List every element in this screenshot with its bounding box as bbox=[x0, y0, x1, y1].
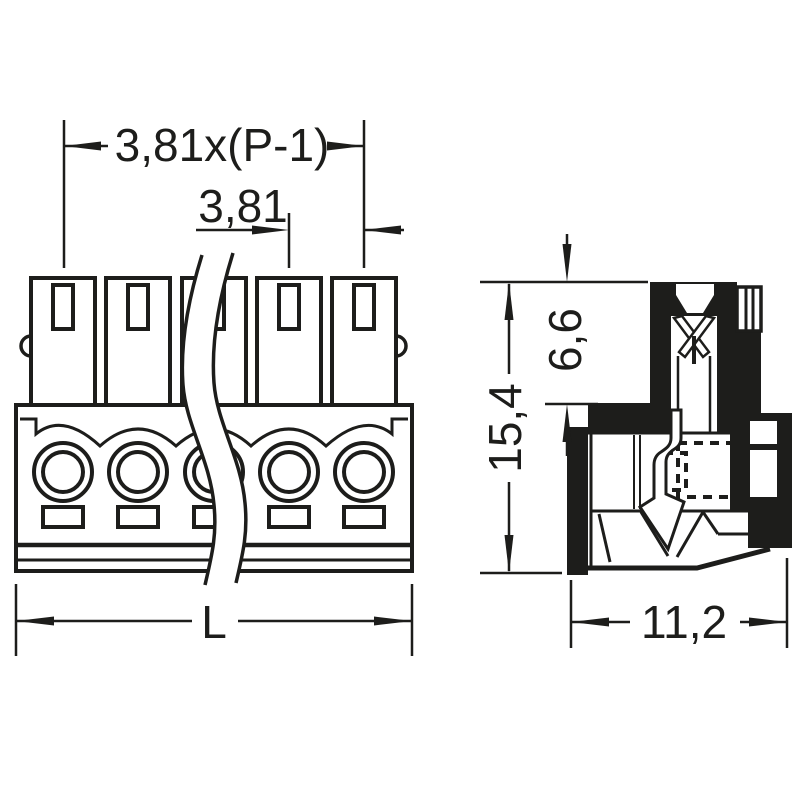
pole-tower bbox=[29, 276, 97, 408]
section-right-wall bbox=[730, 403, 750, 511]
section-left-wall bbox=[567, 427, 588, 575]
dim-pitch-overall-label: 3,81x(P-1) bbox=[115, 119, 330, 171]
dim-height-overall-label: 15,4 bbox=[479, 383, 531, 473]
dim-pitch-label: 3,81 bbox=[198, 180, 288, 232]
dim-length: L bbox=[14, 584, 414, 656]
pole-tower bbox=[330, 276, 398, 408]
dim-depth: 11,2 bbox=[569, 558, 789, 648]
section-window-divider bbox=[750, 444, 777, 450]
connector-side-section bbox=[567, 282, 792, 575]
front-view: 3,81x(P-1) 3,81 L bbox=[14, 119, 414, 656]
section-under-latch bbox=[737, 331, 761, 413]
wire-funnel bbox=[676, 284, 714, 313]
pole-tower bbox=[255, 276, 323, 408]
section-ledge bbox=[588, 403, 652, 433]
release-spring bbox=[637, 408, 686, 553]
dim-depth-label: 11,2 bbox=[641, 596, 727, 648]
dim-height-overall: 15,4 bbox=[479, 280, 648, 575]
dim-length-label: L bbox=[201, 596, 227, 648]
side-view: 15,4 6,6 11,2 bbox=[479, 234, 792, 648]
pole-tower bbox=[104, 276, 172, 408]
hidden-pin-dashed bbox=[662, 441, 734, 499]
dim-pitch-overall: 3,81x(P-1) bbox=[62, 119, 366, 268]
dim-pitch: 3,81 bbox=[196, 180, 404, 268]
wire-entry-holes bbox=[32, 441, 395, 503]
section-bottom-block bbox=[748, 497, 792, 548]
clamp-spring-contacts bbox=[671, 314, 717, 432]
side-latch bbox=[735, 285, 763, 333]
section-top-bar bbox=[748, 413, 792, 421]
dim-height-top-label: 6,6 bbox=[539, 308, 591, 372]
break-line bbox=[180, 252, 248, 586]
dim-height-top: 6,6 bbox=[539, 234, 598, 456]
